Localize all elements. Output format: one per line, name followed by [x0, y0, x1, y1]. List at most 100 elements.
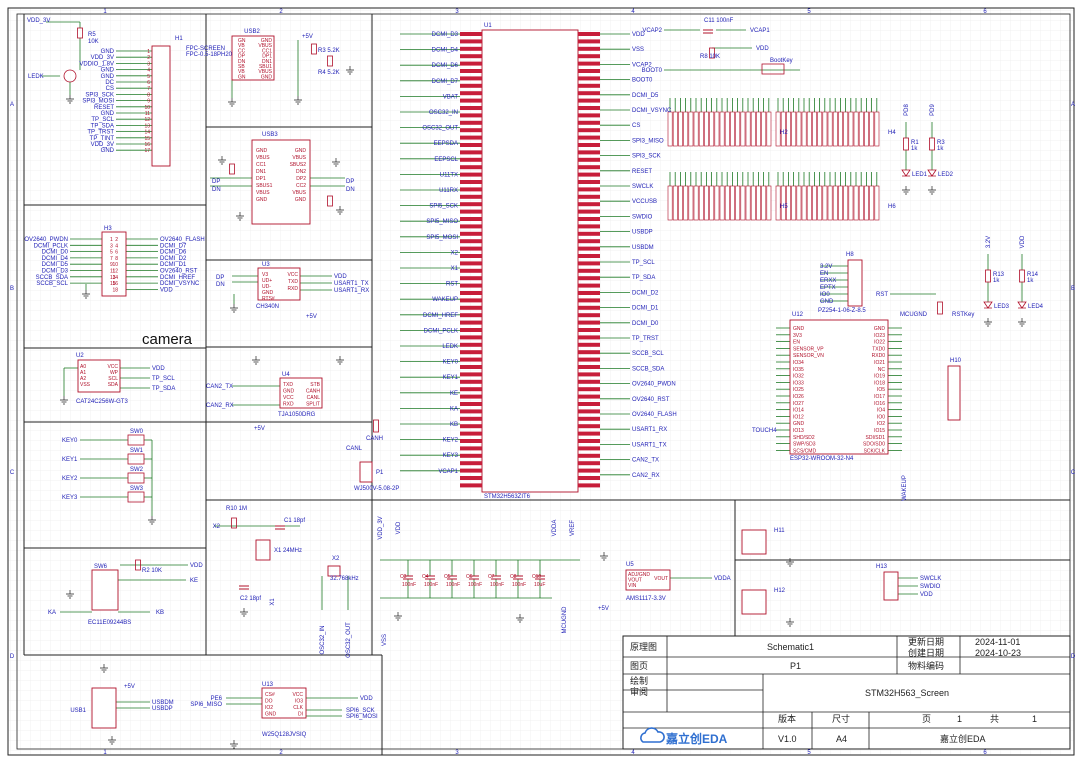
- can-rx: CAN2_RX: [206, 403, 234, 409]
- mcu-pin-stub-right: [578, 83, 600, 88]
- esp-pin: SDO/SD0: [863, 442, 885, 448]
- mcu-pin-stub-right: [578, 157, 600, 162]
- esp-pin: IO12: [793, 414, 804, 420]
- mcu-pin-stub-right: [578, 283, 600, 288]
- frame-column-label: 3: [455, 750, 459, 756]
- ground-symbol: [294, 96, 302, 105]
- usb2-pin: DP: [238, 54, 246, 60]
- cap-net: VREF: [570, 520, 576, 536]
- cap-value: 100nF: [490, 582, 504, 588]
- u13-ref: U13: [262, 682, 274, 688]
- usb3-pin: VBUS: [256, 190, 270, 196]
- mcu-net-right: CAN2_TX: [632, 458, 659, 464]
- usb2-pin: GN: [238, 38, 246, 44]
- decoupling-cap: [535, 575, 545, 580]
- mcu-pin-stub-left: [460, 254, 482, 258]
- mcu-pin-stub-left: [460, 328, 482, 332]
- fpc-pin: 9: [147, 99, 150, 105]
- mcu-net-right: VSS: [632, 47, 644, 53]
- c1-label: C1 18pf: [284, 518, 305, 524]
- esp-pin: SENSOR_VP: [793, 346, 824, 352]
- c11-label: C11 100nF: [704, 18, 734, 24]
- pin-header-h5: [667, 185, 772, 221]
- cap-net: VDD: [396, 521, 402, 534]
- usb3-pin: VBUS: [292, 155, 306, 161]
- usb3-pin: CC2: [296, 183, 306, 189]
- esp-pin: IO34: [793, 360, 804, 366]
- ground-symbol: [346, 66, 354, 75]
- h3-net: DCMI_PCLK: [34, 243, 68, 249]
- mcu-pin-stub-left: [460, 379, 482, 384]
- decoupling-cap: [513, 575, 523, 580]
- cloud-logo-icon: [640, 727, 665, 743]
- pin-header-h2: [667, 111, 772, 147]
- mcu-net-right: DCMI_VSYNC: [632, 108, 672, 114]
- mcu-net-right: BOOT0: [632, 78, 653, 84]
- usb3-pin: GND: [256, 197, 268, 203]
- ground-symbol: [60, 396, 68, 405]
- usb2-pin: DP1: [262, 54, 272, 60]
- decoupling-cap: [469, 575, 479, 580]
- key-ref: SW0: [130, 429, 144, 435]
- mcu-pin-stub-right: [578, 446, 600, 451]
- usb3-dn: DN: [212, 187, 221, 193]
- mcu-pin-stub-left: [460, 424, 482, 429]
- usb2-pin: CC: [238, 48, 246, 54]
- u2-pin: A2: [80, 376, 86, 382]
- mcu-net-right: TP_SDA: [632, 275, 655, 281]
- mcu-net-left: U11TX: [440, 172, 458, 178]
- h3-net: OV2640_RST: [160, 269, 198, 275]
- ch340-net: USART1_RX: [334, 288, 369, 294]
- h3-pin: 10: [112, 262, 118, 268]
- header-ref: H4: [888, 130, 896, 136]
- mcu-pin-stub-left: [460, 357, 482, 362]
- h3-net: SCCB_SDA: [36, 275, 68, 281]
- p1-ref: P1: [376, 470, 384, 476]
- r5-resistor: [77, 27, 83, 39]
- h3-net: DCMI_HREF: [160, 275, 195, 281]
- section-dividers: [7, 14, 1070, 755]
- mcu-pin-stub-left: [460, 231, 482, 236]
- fpc-net: GND: [101, 74, 115, 80]
- flash-mosi: SPI6_MOSI: [346, 714, 378, 720]
- esp-pin: GND: [793, 326, 805, 332]
- u4-pin: GND: [283, 389, 295, 395]
- title-block: 原理图 图页 绘制 审阅 Schematic1 P1 更新日期 创建日期 物料编…: [622, 635, 1071, 750]
- mcu-pin-stub-left: [460, 106, 482, 110]
- mcu-net-left: OSC32_OUT: [422, 126, 458, 132]
- title-label-version: 版本: [778, 713, 796, 724]
- mcu-pin-stub-left: [460, 202, 482, 207]
- h8-part: PZ254-1-06-Z-8.5: [818, 308, 866, 314]
- pushbutton-icon: [127, 491, 145, 503]
- ground-symbol: [108, 736, 116, 745]
- mcu-pin-stub-left: [460, 113, 482, 118]
- c11-capacitor: [703, 29, 713, 34]
- mcu-pin-stub-left: [460, 483, 482, 488]
- title-label-review: 审阅: [630, 686, 648, 697]
- led-r-val: 1k: [911, 146, 918, 152]
- mcu-pin-stub-right: [578, 268, 600, 273]
- ch340-pin: RTS#: [262, 296, 275, 302]
- resistor: [229, 163, 235, 175]
- usb2-pin: SB: [238, 64, 245, 70]
- u4-ref: U4: [282, 372, 290, 378]
- usb3-pin: DN2: [296, 169, 306, 175]
- led-icon: [983, 301, 993, 309]
- fpc-net: VDD_3V: [91, 142, 114, 148]
- cap-value: 10uF: [534, 582, 545, 588]
- h3-net: OV2640_FLASH: [160, 237, 205, 243]
- fpc-net: TP_SDA: [91, 123, 114, 129]
- h3-pin: 9: [110, 262, 113, 268]
- key-net: KEY1: [62, 457, 78, 463]
- h8-net: EN: [820, 271, 828, 277]
- mcu-net-left: KEY1: [443, 375, 459, 381]
- ch340-pin: TXD: [288, 279, 298, 285]
- led-ref: LED3: [994, 304, 1010, 310]
- usb2-pin: GN: [238, 74, 246, 80]
- prog-header: [847, 259, 863, 307]
- mcu-net-right: SPI3_MISO: [632, 138, 664, 144]
- mcu-net-right: VCCUSB: [632, 199, 657, 205]
- mcu-pin-stub-right: [578, 106, 600, 110]
- led-resistor: [1019, 269, 1025, 283]
- mcu-net-left: DCMI_HREF: [423, 313, 458, 319]
